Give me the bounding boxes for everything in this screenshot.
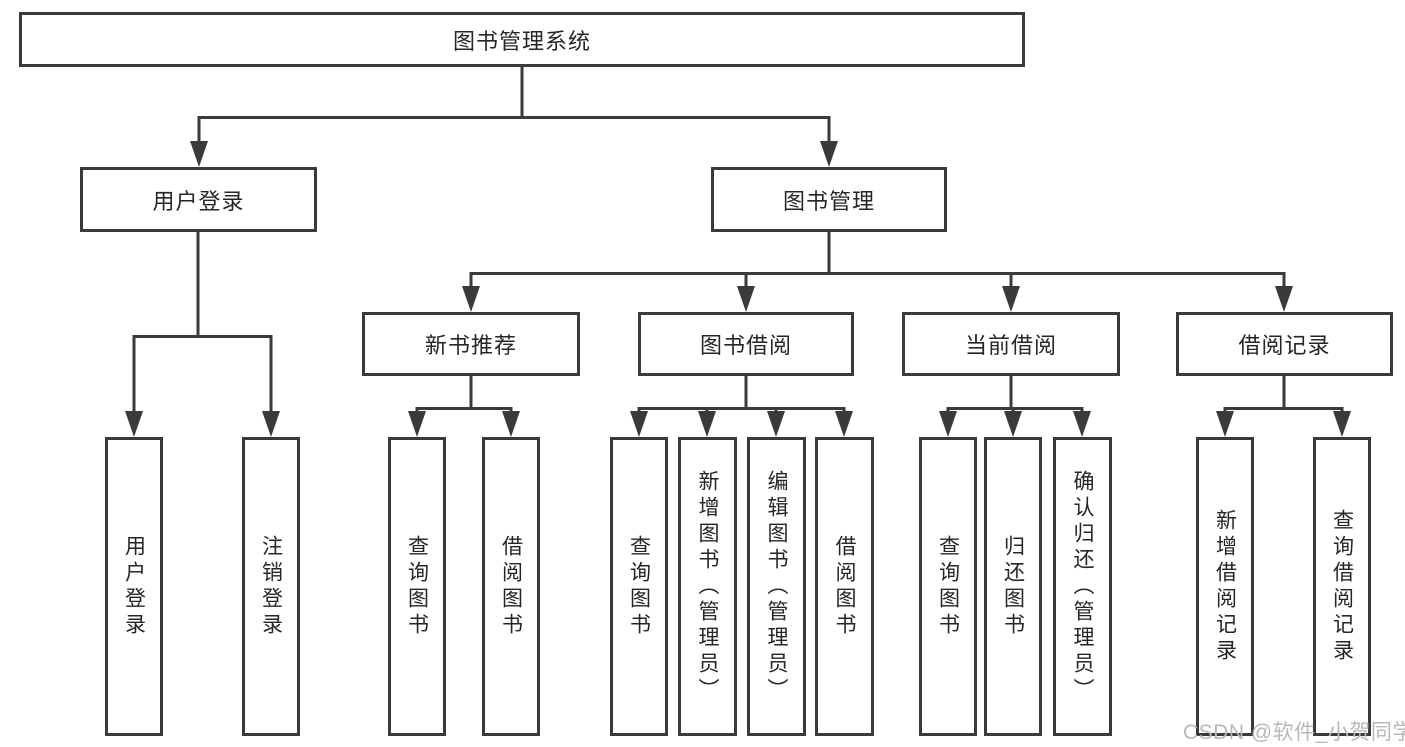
arrowhead-icon: [502, 411, 520, 437]
arrowhead-icon: [835, 411, 853, 437]
arrowhead-icon: [767, 411, 785, 437]
connector-book-borrowing: [630, 376, 853, 437]
leaf-borrow-books-borrowing: 借阅图书: [815, 437, 874, 736]
leaf-query-books-borrowing: 查询图书: [610, 437, 668, 736]
node-label: 图书管理: [782, 188, 875, 214]
arrowhead-icon: [1333, 411, 1351, 437]
leaf-edit-book-admin: 编辑图书（管理员）: [747, 437, 806, 736]
node-label: 用户登录: [152, 188, 245, 214]
connector-book-management-lines: [469, 232, 1286, 288]
arrowhead-icon: [939, 411, 957, 437]
arrowhead-icon: [820, 141, 838, 167]
leaf-logout: 注销登录: [242, 437, 300, 736]
arrowhead-icon: [630, 411, 648, 437]
node-label: 图书管理系统: [452, 28, 591, 54]
connector-current-borrowing: [939, 376, 1091, 437]
node-book-management: 图书管理: [711, 167, 947, 232]
connector-user-login-lines: [132, 232, 273, 412]
leaf-label: 借阅图书: [833, 534, 856, 639]
leaf-borrow-books-recommend: 借阅图书: [482, 437, 540, 736]
leaf-label: 编辑图书（管理员）: [765, 469, 788, 704]
connector-new-book-recommend: [408, 376, 520, 437]
arrowhead-icon: [1275, 286, 1293, 312]
arrowhead-icon: [737, 286, 755, 312]
node-label: 当前借阅: [964, 333, 1057, 358]
leaf-query-books-current: 查询图书: [919, 437, 977, 736]
arrowhead-icon: [698, 411, 716, 437]
leaf-return-books: 归还图书: [984, 437, 1042, 736]
leaf-label: 查询借阅记录: [1330, 508, 1354, 665]
connector-book-management: [462, 232, 1293, 312]
leaf-query-books-recommend: 查询图书: [388, 437, 446, 736]
leaf-label: 归还图书: [1001, 534, 1025, 639]
leaf-query-borrow-record: 查询借阅记录: [1313, 437, 1371, 736]
leaf-label: 查询图书: [405, 534, 429, 639]
connector-root: [190, 67, 838, 167]
watermark: CSDN @软件_小贺同学: [1183, 721, 1405, 744]
leaf-label: 注销登录: [259, 534, 283, 639]
connector-new-book-recommend-lines: [415, 376, 513, 414]
node-label: 借阅记录: [1238, 333, 1331, 358]
arrowhead-icon: [1216, 411, 1234, 437]
connector-user-login: [125, 232, 280, 437]
leaf-label: 查询图书: [627, 534, 651, 639]
connector-book-borrowing-lines: [637, 376, 846, 414]
arrowhead-icon: [1002, 286, 1020, 312]
node-user-login: 用户登录: [80, 167, 317, 232]
node-label: 新书推荐: [424, 333, 517, 358]
leaf-label: 新增图书（管理员）: [696, 469, 719, 704]
arrowhead-icon: [408, 411, 426, 437]
arrowhead-icon: [190, 141, 208, 167]
node-library-system: 图书管理系统: [19, 12, 1025, 67]
leaf-add-borrow-record: 新增借阅记录: [1196, 437, 1254, 736]
leaf-user-login: 用户登录: [105, 437, 163, 736]
arrowhead-icon: [1073, 411, 1091, 437]
node-book-borrowing: 图书借阅: [638, 312, 854, 376]
arrowhead-icon: [125, 411, 143, 437]
leaf-label: 用户登录: [122, 534, 146, 639]
node-new-book-recommend: 新书推荐: [362, 312, 580, 376]
arrowhead-icon: [462, 286, 480, 312]
node-current-borrowing: 当前借阅: [902, 312, 1120, 376]
leaf-label: 新增借阅记录: [1213, 508, 1237, 665]
leaf-label: 确认归还（管理员）: [1071, 469, 1094, 704]
leaf-confirm-return-admin: 确认归还（管理员）: [1053, 437, 1112, 736]
leaf-label: 借阅图书: [499, 534, 523, 639]
arrowhead-icon: [1004, 411, 1022, 437]
node-borrowing-records: 借阅记录: [1176, 312, 1393, 376]
connector-current-borrowing-lines: [946, 376, 1084, 414]
leaf-add-book-admin: 新增图书（管理员）: [678, 437, 737, 736]
connector-borrowing-records: [1216, 376, 1351, 437]
connector-borrowing-records-lines: [1223, 376, 1344, 414]
arrowhead-icon: [262, 411, 280, 437]
leaf-label: 查询图书: [936, 534, 960, 639]
connector-root-lines: [197, 67, 831, 142]
node-label: 图书借阅: [699, 333, 792, 358]
